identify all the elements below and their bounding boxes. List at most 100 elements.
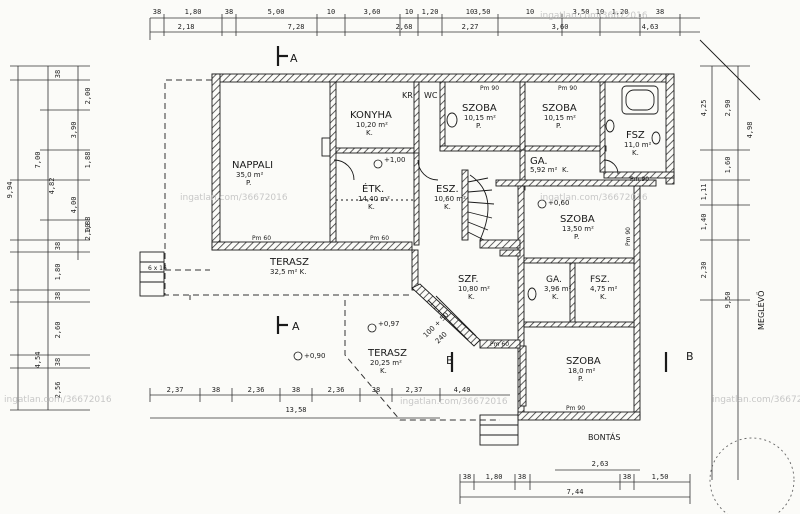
room-fsz1-code: K. bbox=[632, 149, 639, 157]
watermark-right: ingatlan.com/36672016 bbox=[540, 193, 648, 203]
dim-bottom-value: 7,44 bbox=[567, 488, 584, 496]
section-mark-b-right: B bbox=[686, 350, 694, 363]
room-ga1-code: K. bbox=[562, 166, 569, 174]
room-szoba3-name: SZOBA bbox=[560, 214, 595, 225]
level-marker-szoba: +0,60 bbox=[548, 199, 569, 207]
room-szf-name: SZF. bbox=[458, 274, 479, 285]
room-szoba2-code: P. bbox=[556, 122, 561, 130]
sill-szoba1: Pm 90 bbox=[480, 85, 499, 92]
dim-top-value: 10 bbox=[526, 8, 534, 16]
dim-bottom-value: 1,80 bbox=[486, 473, 503, 481]
room-ga1-name: GA. bbox=[530, 156, 548, 167]
window-note: 6 x 16 bbox=[148, 265, 167, 272]
dim-bottom-value: 38 bbox=[518, 473, 526, 481]
fixtures bbox=[139, 39, 795, 514]
sill-szoba3: Pm 90 bbox=[625, 227, 632, 246]
dim-bottom-value: 2,63 bbox=[592, 460, 609, 468]
dim-left-value: 38 bbox=[54, 242, 62, 250]
dimension-lines bbox=[10, 14, 750, 504]
watermark-center: ingatlan.com/36672016 bbox=[180, 193, 288, 203]
dimension-labels-left: 382,003,901,884,824,001,882,00381,80382,… bbox=[48, 70, 92, 399]
room-szoba4-name: SZOBA bbox=[566, 356, 601, 367]
dim-left-value: 38 bbox=[54, 70, 62, 78]
dimension-labels-left-totals: 9,947,004,54 bbox=[6, 152, 42, 369]
room-terasz1-name: TERASZ bbox=[269, 257, 309, 268]
room-fsz1-name: FSZ bbox=[626, 130, 645, 141]
dim-top2-value: 3,60 bbox=[552, 23, 569, 31]
dim-left-value: 2,00 bbox=[84, 224, 92, 241]
sill-fsz1: Pm 90 bbox=[630, 176, 649, 183]
sill-szoba2: Pm 90 bbox=[558, 85, 577, 92]
section-mark-a-bottom: A bbox=[292, 320, 300, 333]
room-etk-code: K. bbox=[368, 203, 375, 211]
dim-top2-value: 4,63 bbox=[642, 23, 659, 31]
bontas-note: BONTÁS bbox=[588, 431, 620, 442]
dim-left-value: 38 bbox=[54, 292, 62, 300]
dim-top-value: 10 bbox=[466, 8, 474, 16]
sill-szf: Pm 60 bbox=[490, 341, 509, 348]
room-labels: NAPPALI 35,0 m² P. KONYHA 10,20 m² K. KR… bbox=[232, 91, 652, 383]
dim-right-value: 4,25 bbox=[700, 100, 708, 117]
level-marker-garden: +0,90 bbox=[304, 352, 325, 360]
dim-top2-value: 7,28 bbox=[288, 23, 305, 31]
dim-left-value: 1,88 bbox=[84, 217, 92, 234]
dim-mid-value: 4,40 bbox=[454, 386, 471, 394]
room-ga2-name: GA. bbox=[546, 275, 562, 285]
dim-mid-value: 2,37 bbox=[406, 386, 423, 394]
room-terasz2-name: TERASZ bbox=[367, 348, 407, 359]
room-esz-area: 10,60 m² bbox=[434, 195, 466, 203]
watermark-far-right: ingatlan.com/36672016 bbox=[712, 395, 800, 405]
dim-mid-value: 38 bbox=[292, 386, 300, 394]
dim-top2-value: 2,18 bbox=[178, 23, 195, 31]
meglevo-note: MEGLÉVŐ bbox=[755, 291, 766, 330]
dim-mid-value: 2,37 bbox=[167, 386, 184, 394]
dim-left-value: 2,60 bbox=[54, 322, 62, 339]
room-szoba1-name: SZOBA bbox=[462, 103, 497, 114]
dim-top2-value: 2,68 bbox=[396, 23, 413, 31]
room-szf-code: K. bbox=[468, 293, 475, 301]
room-fsz2-code: K. bbox=[600, 293, 607, 301]
dim-mid-value: 2,36 bbox=[248, 386, 265, 394]
room-ga2-code: K. bbox=[552, 293, 559, 301]
level-markers bbox=[293, 159, 547, 361]
room-terasz2-area: 20,25 m² bbox=[370, 359, 402, 367]
room-nappali-name: NAPPALI bbox=[232, 160, 273, 171]
room-szoba3-code: P. bbox=[574, 233, 579, 241]
dim-left-value: 4,00 bbox=[70, 197, 78, 214]
dim-top-value: 1,80 bbox=[185, 8, 202, 16]
room-szoba4-area: 18,0 m² bbox=[568, 367, 596, 375]
dimension-labels-top-totals: 2,18 7,28 2,68 2,27 3,60 4,63 bbox=[178, 23, 659, 31]
dim-top-value: 1,20 bbox=[612, 8, 629, 16]
dim-top-value: 38 bbox=[656, 8, 664, 16]
room-konyha-code: K. bbox=[366, 129, 373, 137]
section-mark-b-left: B bbox=[446, 354, 454, 367]
room-ga2-area: 3,96 m² bbox=[544, 285, 572, 293]
dim-left-value: 1,80 bbox=[54, 264, 62, 281]
dim-left-value: 4,82 bbox=[48, 178, 56, 195]
room-szoba4-code: P. bbox=[578, 375, 583, 383]
room-konyha-name: KONYHA bbox=[350, 110, 392, 121]
dim-bottom-value: 1,50 bbox=[652, 473, 669, 481]
dim-right-value: 2,90 bbox=[724, 100, 732, 117]
room-terasz1-area: 32,5 m² K. bbox=[270, 268, 306, 276]
room-nappali-area: 35,0 m² bbox=[236, 171, 264, 179]
dim-top-value: 1,20 bbox=[422, 8, 439, 16]
dim-mid-value: 2,36 bbox=[328, 386, 345, 394]
stair-note-2: 240 bbox=[434, 330, 449, 345]
watermark-top-right: ingatlan.com/36672016 bbox=[540, 11, 648, 21]
sill-etk: Pm 60 bbox=[370, 235, 389, 242]
room-szoba1-code: P. bbox=[476, 122, 481, 130]
level-marker-esz: +1,00 bbox=[384, 156, 405, 164]
room-kamra-name: KR bbox=[402, 91, 413, 100]
walls bbox=[211, 73, 675, 421]
dim-left-value: 2,56 bbox=[54, 382, 62, 399]
sill-nappali: Pm 60 bbox=[252, 235, 271, 242]
dim-top2-value: 2,27 bbox=[462, 23, 479, 31]
section-mark-a-top: A bbox=[290, 52, 298, 65]
dim-top-value: 10 bbox=[405, 8, 413, 16]
dim-right-value: 2,30 bbox=[700, 262, 708, 279]
sill-szoba4: Pm 90 bbox=[566, 405, 585, 412]
room-szoba3-area: 13,50 m² bbox=[562, 225, 594, 233]
